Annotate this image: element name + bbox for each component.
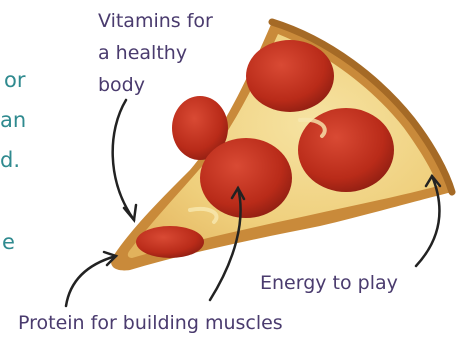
pepperoni-bottom	[136, 226, 204, 258]
vitamins-label-line2: a healthy	[98, 40, 187, 66]
vitamins-label-line1: Vitamins for	[98, 8, 213, 34]
pepperoni-center	[200, 138, 292, 218]
vitamins-arrow	[113, 100, 134, 220]
pepperoni-top	[246, 40, 334, 112]
energy-label: Energy to play	[260, 270, 398, 296]
vitamins-label-line3: body	[98, 72, 145, 98]
protein-label: Protein for building muscles	[18, 310, 283, 336]
